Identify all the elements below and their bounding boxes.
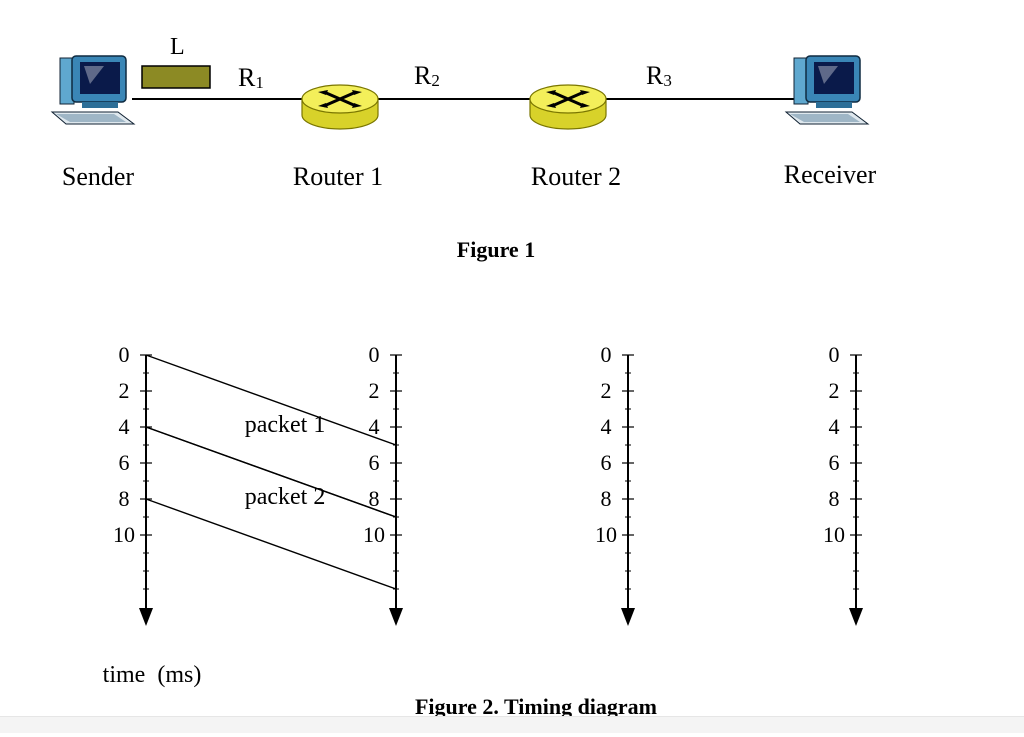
tick-label: 4 [829, 414, 840, 439]
packet-2-last-bit-line [145, 498, 397, 590]
packet-box [141, 65, 211, 89]
router-1-icon [301, 84, 379, 130]
tick-label: 2 [829, 378, 840, 403]
tick-label: 10 [363, 522, 385, 547]
time-axis-arrow-4 [849, 608, 863, 626]
sender-computer-icon [50, 55, 136, 125]
tick-label: 6 [119, 450, 130, 475]
tick-label: 0 [829, 342, 840, 367]
tick-label: 10 [113, 522, 135, 547]
tick-label: 8 [829, 486, 840, 511]
tick-label: 4 [601, 414, 612, 439]
router-2-label: Router 2 [531, 162, 621, 191]
link-label-r2: R2 [414, 61, 440, 90]
packet-2-first-bit-line [145, 426, 397, 518]
tick-label: 2 [601, 378, 612, 403]
tick-label: 0 [369, 342, 380, 367]
tick-label: 2 [369, 378, 380, 403]
receiver-label: Receiver [784, 160, 877, 189]
time-axis-label: time (ms) [103, 662, 202, 688]
packet-size-label: L [170, 34, 185, 60]
figure-2-caption: Figure 2. Timing diagram [415, 694, 657, 719]
tick-label: 6 [369, 450, 380, 475]
time-axis-arrow-1 [139, 608, 153, 626]
tick-label: 4 [119, 414, 130, 439]
time-axis-arrow-2 [389, 608, 403, 626]
receiver-computer-icon [784, 55, 870, 125]
bottom-shade [0, 716, 1024, 733]
packet-1-first-bit-line [145, 354, 397, 446]
timing-diagram: 0 2 4 6 8 10 0 2 4 6 8 10 0 2 4 6 8 10 0 2 4 6 8 10 packet 1 pack… [113, 342, 863, 626]
tick-label: 10 [823, 522, 845, 547]
figure-1-caption: Figure 1 [457, 237, 535, 262]
router-2-icon [529, 84, 607, 130]
packet-2-label: packet 2 [245, 484, 326, 510]
router-1-label: Router 1 [293, 162, 383, 191]
tick-label: 6 [601, 450, 612, 475]
tick-label: 2 [119, 378, 130, 403]
sender-label: Sender [62, 162, 135, 191]
tick-label: 6 [829, 450, 840, 475]
tick-label: 0 [601, 342, 612, 367]
network-topology: L R1 R2 R3 [50, 34, 877, 262]
tick-label: 10 [595, 522, 617, 547]
tick-label: 0 [119, 342, 130, 367]
link-label-r1: R1 [238, 63, 264, 92]
time-axis-arrow-3 [621, 608, 635, 626]
link-label-r3: R3 [646, 61, 672, 90]
tick-label: 4 [369, 414, 380, 439]
tick-label: 8 [601, 486, 612, 511]
tick-label: 8 [119, 486, 130, 511]
packet-1-label: packet 1 [245, 412, 326, 438]
tick-label: 8 [369, 486, 380, 511]
